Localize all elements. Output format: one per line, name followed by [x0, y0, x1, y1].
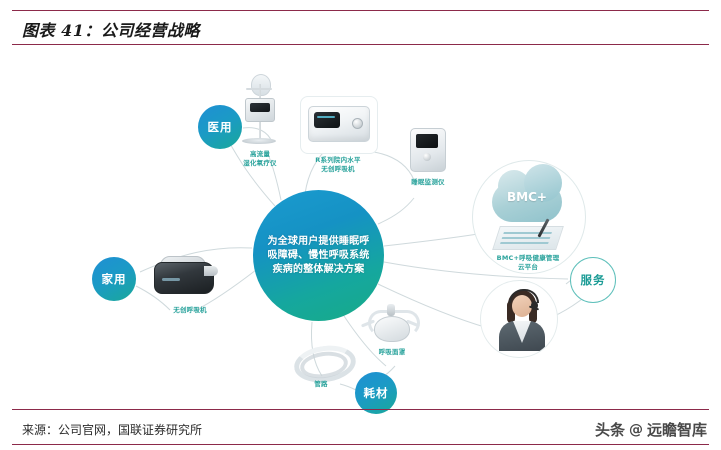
- category-home[interactable]: 家用: [92, 257, 136, 301]
- product-node-cloud-platform[interactable]: BMC+ BMC+呼吸健康管理 云平台: [472, 160, 588, 276]
- product-label-sleep-monitor: 睡眠监测仪: [411, 178, 445, 186]
- category-home-label: 家用: [101, 274, 127, 286]
- center-hub[interactable]: 为全球用户提供睡眠呼吸障碍、慢性呼吸系统疾病的整体解决方案: [253, 190, 384, 321]
- service-agent-bubble: [480, 280, 558, 358]
- product-node-service-agent[interactable]: [480, 280, 560, 360]
- category-consumable-label: 耗材: [363, 388, 389, 400]
- watermark-name: 远瞻智库: [646, 421, 707, 439]
- home-cpap-image: [146, 248, 232, 308]
- sleep-monitor-image: [396, 120, 458, 178]
- product-node-tubing[interactable]: 管路: [288, 338, 359, 398]
- product-label-cloud-platform: BMC+呼吸健康管理 云平台: [496, 254, 560, 271]
- footer-rule-bottom: [12, 444, 709, 445]
- product-label-ventilator: R系列院内水平 无创呼吸机: [315, 156, 361, 173]
- customer-service-agent-image: [485, 285, 555, 355]
- watermark-at-sign: @: [628, 421, 643, 438]
- header-rule-bottom: [12, 44, 709, 45]
- page-title: 图表 41：公司经营战略: [22, 21, 200, 40]
- category-medical[interactable]: 医用: [198, 105, 242, 149]
- high-flow-oxygen-device-image: [228, 74, 290, 146]
- r-series-ventilator-image: [302, 96, 376, 152]
- product-node-ventilator[interactable]: R系列院内水平 无创呼吸机: [300, 96, 380, 176]
- bmc-badge-text: BMC+: [507, 190, 547, 204]
- watermark: 头条 @ 远瞻智库: [595, 419, 707, 440]
- product-label-cpap: 无创呼吸机: [173, 306, 207, 314]
- category-service-label: 服务: [580, 275, 606, 287]
- bmc-cloud-image: BMC+: [480, 164, 576, 256]
- header-rule-top: [12, 10, 709, 11]
- product-node-hfnc[interactable]: 高流量 湿化氧疗仪: [228, 74, 292, 184]
- respiratory-mask-image: [358, 300, 426, 348]
- footer-rule-top: [12, 409, 709, 410]
- source-note: 来源：公司官网，国联证券研究所: [22, 423, 203, 437]
- category-service[interactable]: 服务: [570, 257, 616, 303]
- product-node-cpap[interactable]: 无创呼吸机: [146, 248, 236, 334]
- tubing-image: [288, 338, 359, 387]
- product-node-mask[interactable]: 呼吸面罩: [358, 300, 430, 370]
- strategy-diagram: 为全球用户提供睡眠呼吸障碍、慢性呼吸系统疾病的整体解决方案 医用 家用 服务 耗…: [0, 48, 721, 414]
- center-hub-text: 为全球用户提供睡眠呼吸障碍、慢性呼吸系统疾病的整体解决方案: [267, 235, 370, 275]
- product-label-tubing: 管路: [314, 380, 328, 388]
- product-node-sleep-monitor[interactable]: 睡眠监测仪: [396, 120, 460, 200]
- product-label-mask: 呼吸面罩: [378, 348, 406, 356]
- category-consumable[interactable]: 耗材: [355, 372, 397, 414]
- watermark-prefix: 头条: [594, 421, 625, 439]
- category-medical-label: 医用: [207, 122, 233, 134]
- product-label-hfnc: 高流量 湿化氧疗仪: [243, 150, 277, 167]
